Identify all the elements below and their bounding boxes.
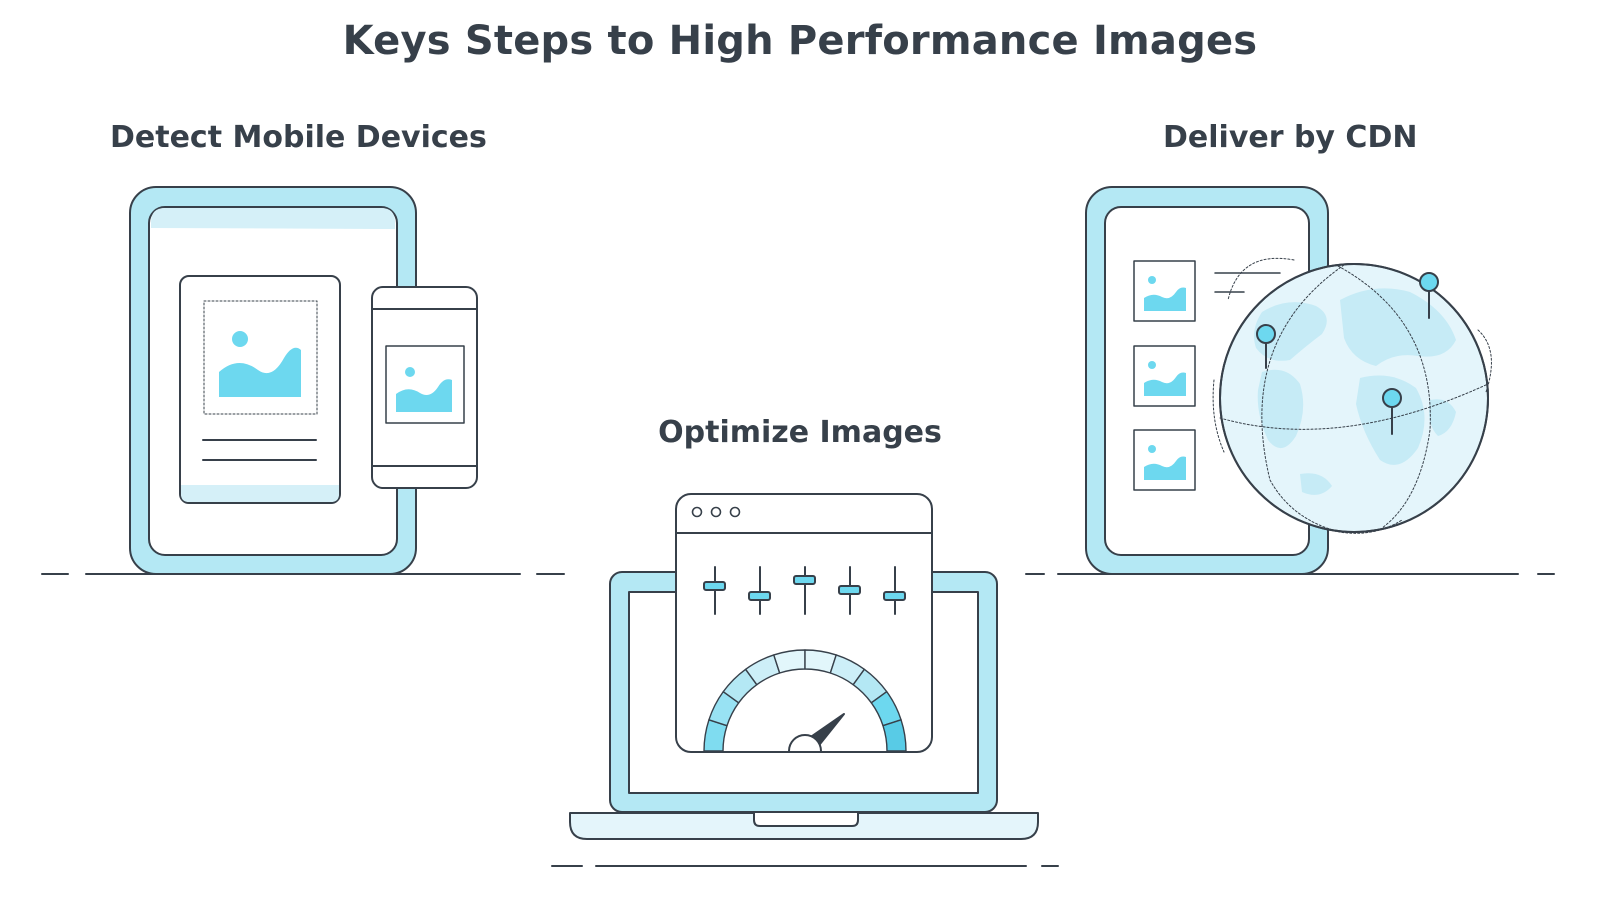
window-dots-icon <box>691 506 741 518</box>
globe-icon <box>1212 257 1492 534</box>
globe-cdn-icon <box>1085 186 1492 575</box>
gauge-segment <box>773 649 806 674</box>
sliders-icon <box>703 566 906 615</box>
map-pin-icon <box>1382 388 1402 435</box>
image-thumbnail-icon <box>1133 429 1196 491</box>
gauge-hub <box>788 734 822 752</box>
tablet-icon <box>129 186 417 575</box>
speedometer-icon <box>703 649 907 752</box>
gauge-segment <box>882 719 907 752</box>
step-label-deliver: Deliver by CDN <box>1163 120 1418 155</box>
laptop-speedometer-icon <box>569 493 1039 840</box>
step-label-optimize: Optimize Images <box>658 415 942 450</box>
optimizer-window <box>675 493 933 753</box>
image-placeholder-icon <box>396 367 452 412</box>
map-pin-icon <box>1419 272 1439 319</box>
image-thumbnail-icon <box>1133 260 1196 322</box>
image-placeholder-icon <box>219 331 301 397</box>
phone-icon <box>371 286 478 489</box>
step-label-detect: Detect Mobile Devices <box>110 120 487 155</box>
page-title: Keys Steps to High Performance Images <box>342 18 1258 64</box>
image-thumbnail-icon <box>1133 345 1196 407</box>
mobile-devices-icon <box>129 186 478 575</box>
map-pin-icon <box>1256 324 1276 369</box>
